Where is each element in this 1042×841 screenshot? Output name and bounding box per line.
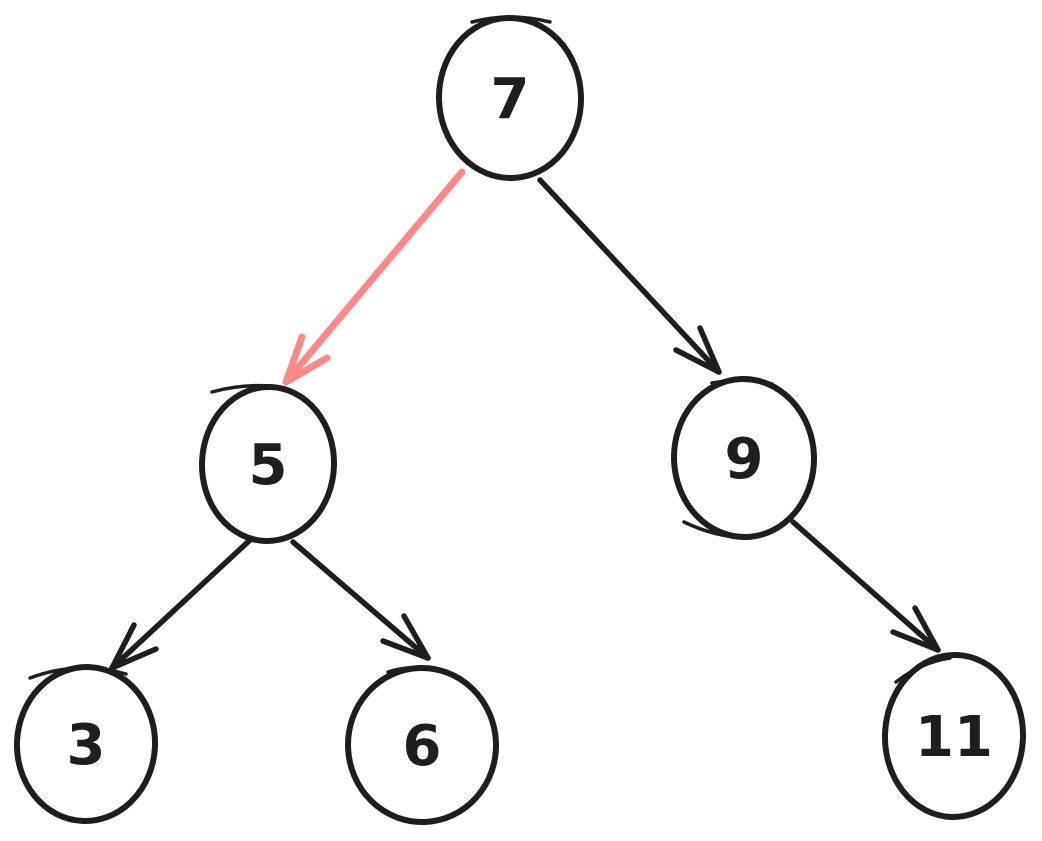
edge-line	[537, 177, 722, 375]
node-label: 7	[491, 67, 530, 132]
node-label: 6	[403, 714, 442, 779]
node-circle	[881, 652, 1027, 820]
arrowhead-icon	[673, 325, 722, 375]
edge-7-9[interactable]	[537, 177, 722, 375]
arrowhead-icon	[890, 605, 941, 653]
edge-line	[290, 539, 431, 661]
edge-line	[282, 168, 466, 386]
node-label: 9	[725, 427, 764, 492]
edge-9-11[interactable]	[790, 519, 941, 653]
node-label: 5	[249, 433, 288, 498]
arrowhead-icon	[109, 622, 159, 671]
edge-5-6[interactable]	[290, 539, 431, 661]
sketch-details	[28, 15, 952, 684]
arrowhead-icon	[282, 333, 331, 386]
tree-node-9[interactable]: 9	[670, 376, 818, 540]
tree-node-5[interactable]: 5	[198, 384, 338, 544]
tree-node-3[interactable]: 3	[13, 663, 159, 824]
edge-5-3[interactable]	[109, 537, 253, 671]
tree-node-7[interactable]: 7	[435, 15, 585, 181]
edge-7-5-highlighted[interactable]	[282, 168, 466, 386]
tree-node-11[interactable]: 11	[881, 652, 1027, 820]
tree-node-6[interactable]: 6	[344, 665, 500, 825]
edge-line	[109, 537, 253, 671]
edge-line	[790, 519, 941, 653]
arrowhead-icon	[380, 613, 431, 661]
node-label: 11	[915, 705, 993, 770]
node-label: 3	[67, 713, 106, 778]
